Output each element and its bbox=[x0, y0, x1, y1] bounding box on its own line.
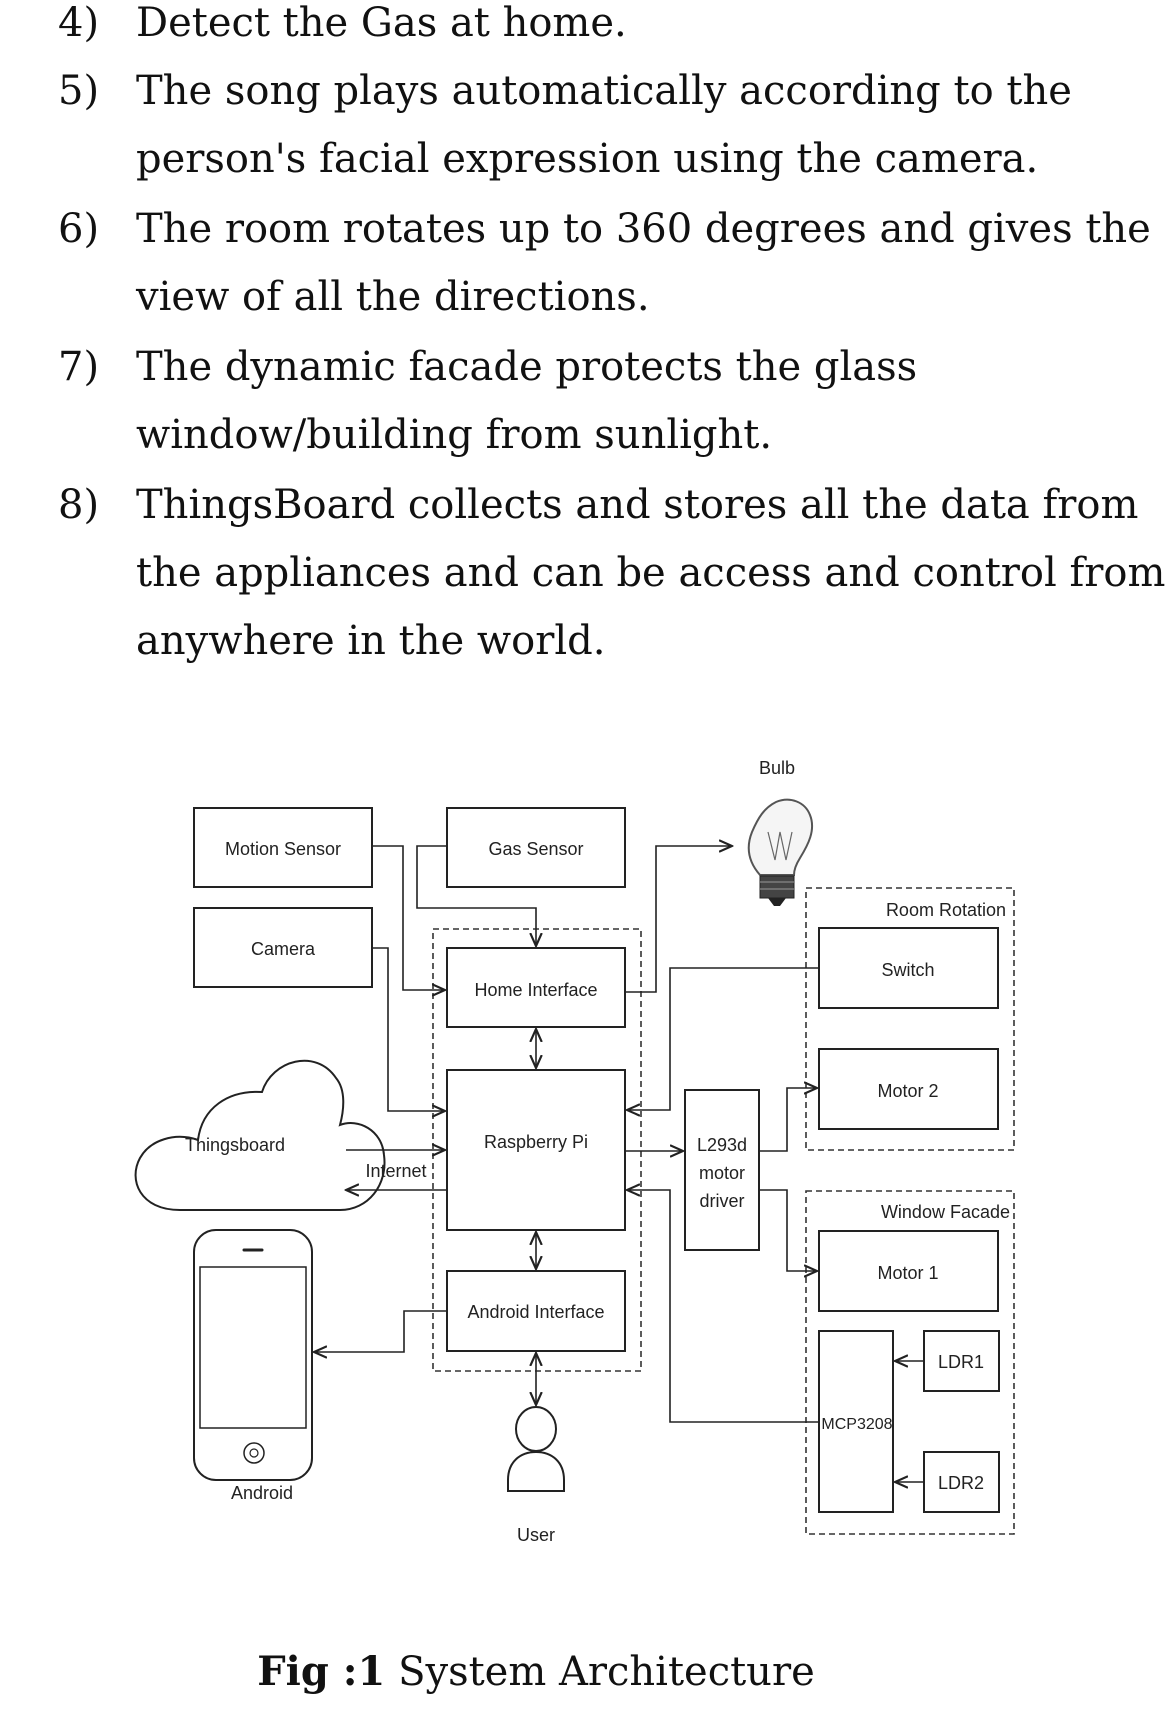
window-facade-title: Window Facade bbox=[881, 1202, 1010, 1222]
user-icon bbox=[507, 1406, 565, 1492]
l293d-to-motor1-arrow bbox=[759, 1189, 817, 1271]
ldr2-label: LDR2 bbox=[938, 1473, 984, 1493]
list-item-line: window/building from sunlight. bbox=[136, 412, 773, 458]
room-rotation-title: Room Rotation bbox=[886, 900, 1006, 920]
bulb-icon bbox=[747, 798, 814, 906]
home-interface-label: Home Interface bbox=[474, 980, 597, 1000]
list-item-number: 7) bbox=[58, 344, 100, 390]
camera-to-pi-arrow bbox=[372, 947, 445, 1111]
switch-box bbox=[818, 927, 999, 1009]
android-label: Android bbox=[231, 1483, 293, 1503]
raspberry-pi-label: Raspberry Pi bbox=[484, 1132, 588, 1152]
l293d-label-line3: driver bbox=[699, 1191, 744, 1211]
list-item-number: 4) bbox=[58, 0, 100, 46]
mcp3208-label: MCP3208 bbox=[821, 1416, 892, 1433]
switch-label: Switch bbox=[881, 960, 934, 980]
home-to-bulb-arrow bbox=[625, 846, 732, 993]
window-facade-group bbox=[805, 1190, 1015, 1535]
figure-title: System Architecture bbox=[385, 1649, 815, 1695]
gas-to-home-arrow bbox=[416, 845, 536, 946]
home-interface-box bbox=[446, 947, 626, 1028]
android-interface-label: Android Interface bbox=[467, 1302, 604, 1322]
list-item-line: Detect the Gas at home. bbox=[136, 0, 627, 46]
l293d-label-line2: motor bbox=[699, 1163, 745, 1183]
camera-label: Camera bbox=[251, 939, 316, 959]
switch-to-pi-arrow bbox=[627, 967, 819, 1110]
room-rotation-group bbox=[805, 887, 1015, 1151]
list-item-line: The dynamic facade protects the glass bbox=[136, 344, 918, 390]
user-label: User bbox=[517, 1525, 555, 1545]
motor2-label: Motor 2 bbox=[877, 1081, 938, 1101]
raspberry-pi-box bbox=[446, 1069, 626, 1231]
l293d-to-motor2-arrow bbox=[759, 1088, 817, 1152]
list-item-line: The song plays automatically according t… bbox=[136, 68, 1072, 114]
list-item-number: 5) bbox=[58, 68, 100, 114]
android-interface-box bbox=[446, 1270, 626, 1352]
list-item-line: the appliances and can be access and con… bbox=[136, 550, 1165, 596]
ldr1-label: LDR1 bbox=[938, 1352, 984, 1372]
android-interface-to-phone-arrow bbox=[314, 1310, 447, 1352]
list-item-line: ThingsBoard collects and stores all the … bbox=[136, 482, 1139, 528]
android-phone-icon bbox=[193, 1229, 313, 1481]
figure-caption: Fig :1 System Architecture bbox=[0, 1648, 1072, 1695]
ldr2-box bbox=[923, 1451, 1000, 1513]
list-item-line: The room rotates up to 360 degrees and g… bbox=[136, 206, 1151, 252]
motion-sensor-box bbox=[193, 807, 373, 888]
l293d-box bbox=[684, 1089, 760, 1251]
motion-to-home-arrow bbox=[372, 845, 445, 990]
list-item-line: anywhere in the world. bbox=[136, 618, 606, 664]
system-architecture-diagram: Motion Sensor Gas Sensor Camera Home Int… bbox=[134, 758, 1015, 1545]
l293d-label-line1: L293d bbox=[697, 1135, 747, 1155]
thingsboard-label: Thingsboard bbox=[185, 1135, 285, 1155]
motor1-box bbox=[818, 1230, 999, 1312]
gas-sensor-box bbox=[446, 807, 626, 888]
list-item-line: person's facial expression using the cam… bbox=[136, 136, 1039, 182]
list-item-number: 6) bbox=[58, 206, 100, 252]
bulb-label: Bulb bbox=[759, 758, 795, 778]
internet-label: Internet bbox=[365, 1161, 426, 1181]
camera-box bbox=[193, 907, 373, 988]
mcp3208-box bbox=[818, 1330, 894, 1513]
figure-number: Fig :1 bbox=[257, 1648, 386, 1695]
cloud-icon bbox=[134, 1059, 386, 1211]
motor1-label: Motor 1 bbox=[877, 1263, 938, 1283]
list-item-line: view of all the directions. bbox=[136, 274, 650, 320]
mcp3208-to-pi-arrow bbox=[627, 1190, 819, 1423]
list-item-number: 8) bbox=[58, 482, 100, 528]
motion-sensor-label: Motion Sensor bbox=[225, 839, 341, 859]
motor2-box bbox=[818, 1048, 999, 1130]
gas-sensor-label: Gas Sensor bbox=[488, 839, 583, 859]
